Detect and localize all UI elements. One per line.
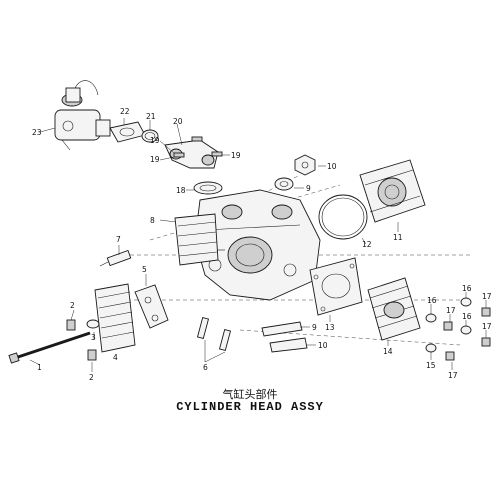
o-ring	[141, 129, 159, 143]
cylinder-head-cover	[359, 159, 426, 223]
side-cover	[94, 283, 136, 353]
callout-19-a: 19	[150, 136, 160, 145]
leader-lines	[29, 118, 487, 372]
lower-plate	[261, 321, 308, 353]
callout-8: 8	[150, 216, 155, 225]
callout-20: 20	[173, 117, 183, 126]
spark-plug	[99, 245, 132, 267]
callout-7: 7	[116, 235, 121, 244]
callout-10-bottom: 10	[318, 341, 328, 350]
callout-11: 11	[393, 233, 403, 242]
intake-spacer	[193, 181, 223, 195]
callout-13: 13	[325, 323, 335, 332]
callout-16-c: 16	[462, 312, 472, 321]
callout-labels: 23 22 21 20 19 19 19 18 8 10 9 12 11 7 5…	[32, 107, 492, 382]
callout-14: 14	[383, 347, 393, 356]
callout-18: 18	[176, 186, 186, 195]
callout-17-a: 17	[482, 292, 492, 301]
diagram-title-english: CYLINDER HEAD ASSY	[176, 400, 324, 414]
head-fins	[174, 213, 219, 266]
callout-4: 4	[113, 353, 118, 362]
callout-3: 3	[91, 333, 96, 342]
callout-21: 21	[146, 112, 156, 121]
callout-19-c: 19	[231, 151, 241, 160]
large-o-ring	[318, 194, 368, 240]
callout-17-c: 17	[482, 322, 492, 331]
diagram-title-chinese: 气缸头部件	[222, 388, 278, 401]
intake-bolts	[173, 136, 223, 158]
carburetor	[54, 80, 111, 151]
long-stud-bolt	[8, 331, 91, 364]
callout-16-a: 16	[427, 296, 437, 305]
cap-nut	[294, 154, 316, 176]
callout-2-top: 2	[70, 301, 75, 310]
right-fasteners	[425, 297, 491, 361]
cylinder-gasket	[309, 257, 363, 316]
callout-22: 22	[120, 107, 130, 116]
stud-washer	[86, 319, 100, 329]
intake-pipe	[164, 139, 219, 169]
cylinder-head	[194, 189, 321, 301]
callout-5: 5	[142, 265, 147, 274]
insulator-gasket	[109, 121, 146, 143]
callout-10-top: 10	[327, 162, 337, 171]
head-gasket-small	[134, 284, 169, 329]
callout-12: 12	[362, 240, 372, 249]
callout-6: 6	[203, 363, 208, 372]
callout-2-bottom: 2	[89, 373, 94, 382]
callout-1: 1	[37, 363, 42, 372]
callout-17-d: 17	[448, 371, 458, 380]
callout-9-bottom: 9	[312, 323, 317, 332]
washer	[274, 177, 294, 191]
valve-pins	[196, 317, 232, 363]
callout-23: 23	[32, 128, 42, 137]
cylinder-block	[367, 277, 421, 341]
callout-9-top: 9	[306, 184, 311, 193]
callout-17-b: 17	[446, 306, 456, 315]
callout-15: 15	[426, 361, 436, 370]
callout-16-b: 16	[462, 284, 472, 293]
callout-19-b: 19	[150, 155, 160, 164]
